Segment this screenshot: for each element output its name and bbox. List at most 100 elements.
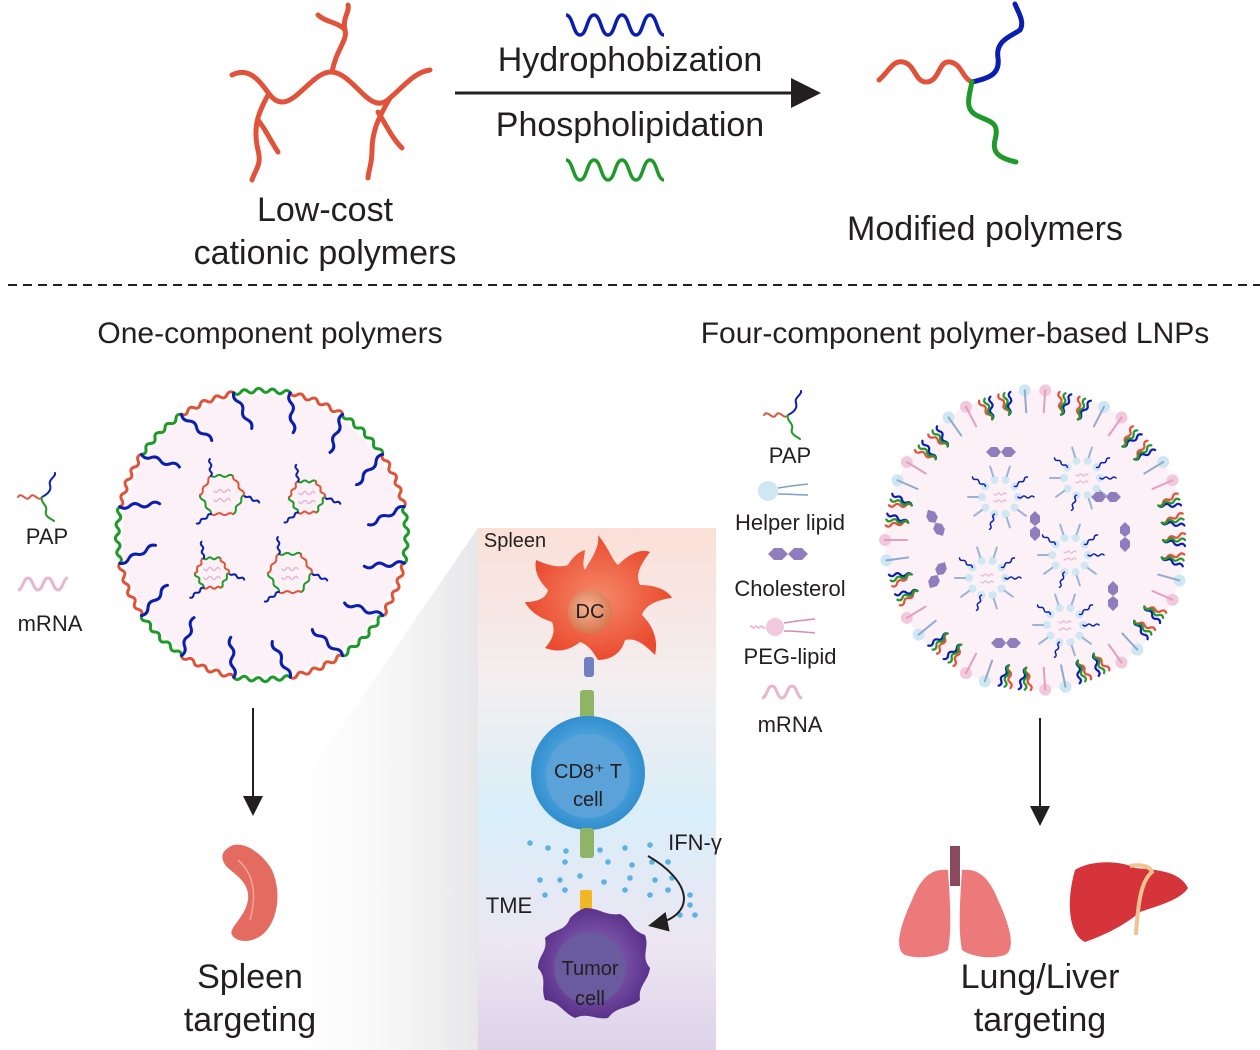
pap-chain	[118, 543, 157, 566]
pap-chain	[1003, 664, 1011, 688]
pap-chain	[139, 614, 162, 640]
pap-chain	[231, 474, 246, 496]
cholesterol	[986, 447, 1016, 457]
helper-lipid	[1071, 568, 1080, 577]
helper-lipid	[1048, 551, 1056, 559]
lipid-tail	[1143, 461, 1165, 475]
pap-chain	[232, 494, 245, 516]
lipid-tail	[1023, 389, 1028, 414]
pap-chain	[1058, 571, 1066, 589]
pap-chain	[367, 504, 406, 527]
mrna-strand	[980, 580, 994, 584]
helper-lipid	[977, 556, 986, 565]
pap-chain	[199, 474, 212, 496]
tme-label: TME	[485, 893, 533, 918]
lipid-tail	[1098, 489, 1109, 498]
pap-chain	[983, 397, 994, 421]
ifn-gamma-dot	[627, 875, 633, 881]
tcell-bottom-receptor	[580, 828, 594, 858]
pap-chain	[208, 458, 213, 477]
tcell-top-receptor	[580, 690, 594, 720]
pap-chain	[341, 412, 366, 434]
lipid-tail	[1070, 593, 1076, 606]
helper-lipid	[1083, 491, 1092, 500]
helper-lipid	[1001, 510, 1010, 519]
pap-chain	[232, 386, 264, 396]
peg-tail	[1107, 643, 1123, 664]
pap-chain	[311, 572, 329, 582]
ifn-gamma-dot	[622, 887, 628, 893]
mrna-legend-icon	[761, 684, 803, 700]
pap-chain	[243, 494, 261, 504]
pap-chain	[324, 496, 342, 505]
pap-chain	[1002, 392, 1012, 416]
left-outcome-line2: targeting	[183, 1001, 317, 1039]
right-outcome-line2: targeting	[973, 1001, 1107, 1039]
pap-chain	[315, 399, 345, 416]
cholesterol	[1120, 522, 1130, 552]
helper-lipid	[1046, 631, 1055, 640]
lipid-tail	[917, 619, 937, 636]
ifn-gamma-dot	[597, 847, 603, 853]
pap-chain	[260, 674, 292, 684]
ifn-gamma-particles	[527, 840, 698, 918]
lipid-tail	[992, 597, 998, 610]
legend-label-peg-lipid: PEG-lipid	[743, 644, 837, 669]
ifn-gamma-dot	[537, 877, 543, 883]
tumor-nucleus	[554, 932, 626, 1004]
ifn-gamma-dot	[622, 845, 628, 851]
ifn-gamma-dot	[577, 873, 583, 879]
helper-lipid	[1001, 475, 1010, 484]
product-label: Modified polymers	[847, 210, 1123, 248]
pap-chain	[1157, 497, 1181, 508]
ifn-gamma-dot	[542, 892, 548, 898]
pap-chain	[1078, 604, 1094, 616]
lipid-tail	[1059, 523, 1065, 536]
pap-chain	[889, 572, 913, 583]
peg-tail	[1107, 416, 1123, 437]
pap-chain	[1041, 534, 1057, 546]
ifn-gamma-dot	[527, 840, 533, 846]
pap-chain	[158, 636, 183, 658]
pap-chain	[300, 572, 313, 594]
cholesterol	[1091, 492, 1121, 502]
pap-chain	[139, 431, 161, 456]
helper-lipid	[990, 475, 999, 484]
ifn-gamma-dot	[562, 887, 568, 893]
lipid-tail	[885, 556, 910, 562]
pap-chain	[205, 667, 236, 679]
helper-lipid	[1043, 621, 1051, 629]
phospholipid-chain-icon	[565, 158, 665, 182]
pap-chain	[401, 505, 411, 537]
lipid-tail	[1003, 589, 1014, 598]
pap-chain	[202, 585, 222, 590]
reaction-top-label: Hydrophobization	[497, 41, 763, 79]
pap-chain	[288, 666, 319, 680]
source-label-line1: Low-cost	[256, 191, 394, 229]
dc-receptor	[584, 657, 594, 677]
pap-chain	[126, 452, 143, 482]
ifn-gamma-dot	[557, 877, 563, 883]
pap-chain	[270, 640, 293, 679]
pap-chain	[1160, 517, 1185, 525]
pap-chain	[1143, 605, 1165, 620]
mrna-strand	[213, 488, 231, 494]
cholesterol	[926, 509, 945, 536]
lipid-tail	[1075, 523, 1081, 536]
pap-chain	[341, 635, 367, 658]
lipid-tail	[1092, 405, 1106, 428]
lipid-tail	[1005, 465, 1011, 478]
lung-organ-icon	[899, 846, 1011, 958]
helper-lipid	[1083, 456, 1092, 465]
ifn-gamma-dot	[687, 892, 693, 898]
pap-chain	[202, 556, 222, 561]
pap-chain	[314, 480, 327, 498]
hydrophobic-chain-icon	[565, 13, 665, 37]
cholesterol-icon	[768, 548, 808, 560]
pap-chain	[195, 512, 212, 525]
pap-chain	[1017, 495, 1035, 499]
pap-chain	[179, 412, 214, 442]
pap-chain	[343, 601, 385, 618]
pap-chain	[947, 643, 963, 664]
pap-chain	[189, 586, 205, 599]
